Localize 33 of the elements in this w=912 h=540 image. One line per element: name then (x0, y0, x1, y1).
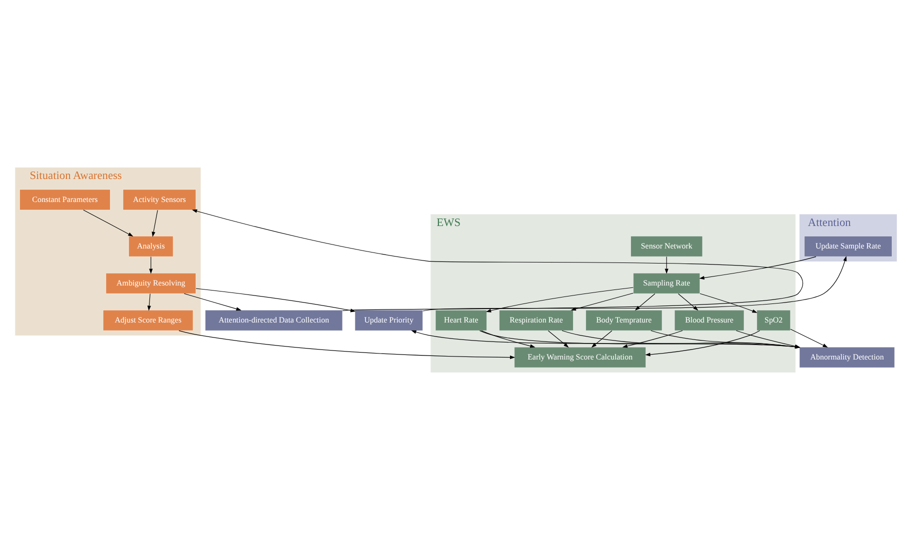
node-box: Adjust Score Ranges (102, 310, 194, 331)
node-box: Blood Pressure (674, 310, 744, 331)
node-box: Analysis (128, 236, 174, 257)
node-box: Abnormality Detection (799, 346, 895, 368)
node-box: Update Sample Rate (804, 236, 892, 257)
arrow (548, 330, 569, 348)
node-box: SpO2 (756, 310, 791, 331)
arrow (645, 330, 760, 356)
arrow (664, 256, 668, 274)
node-box: Heart Rate (435, 310, 487, 331)
arrow (699, 256, 816, 280)
arrow (486, 287, 634, 312)
arrow (570, 292, 634, 311)
arrow (147, 293, 151, 311)
node-box: Attention-directed Data Collection (205, 310, 343, 331)
arrow (152, 210, 158, 237)
arrow (83, 210, 134, 236)
arrow (184, 293, 242, 311)
node-box: Update Priority (354, 310, 423, 331)
node-box: Activity Sensors (122, 189, 196, 210)
node-box: Body Temprature (586, 310, 662, 331)
node-box: Constant Parameters (20, 189, 110, 210)
arrow (149, 256, 153, 274)
arrow (481, 330, 536, 348)
arrow (622, 330, 683, 348)
node-box: Early Warning Score Calculation (514, 346, 646, 368)
arrow (178, 330, 516, 360)
node-box: Respiration Rate (499, 310, 574, 331)
node-box: Ambiguity Resolving (106, 272, 196, 294)
arrow (700, 293, 758, 313)
arrow (591, 330, 612, 348)
node-box: Sensor Network (630, 236, 703, 257)
node-box: Sampling Rate (633, 272, 700, 294)
